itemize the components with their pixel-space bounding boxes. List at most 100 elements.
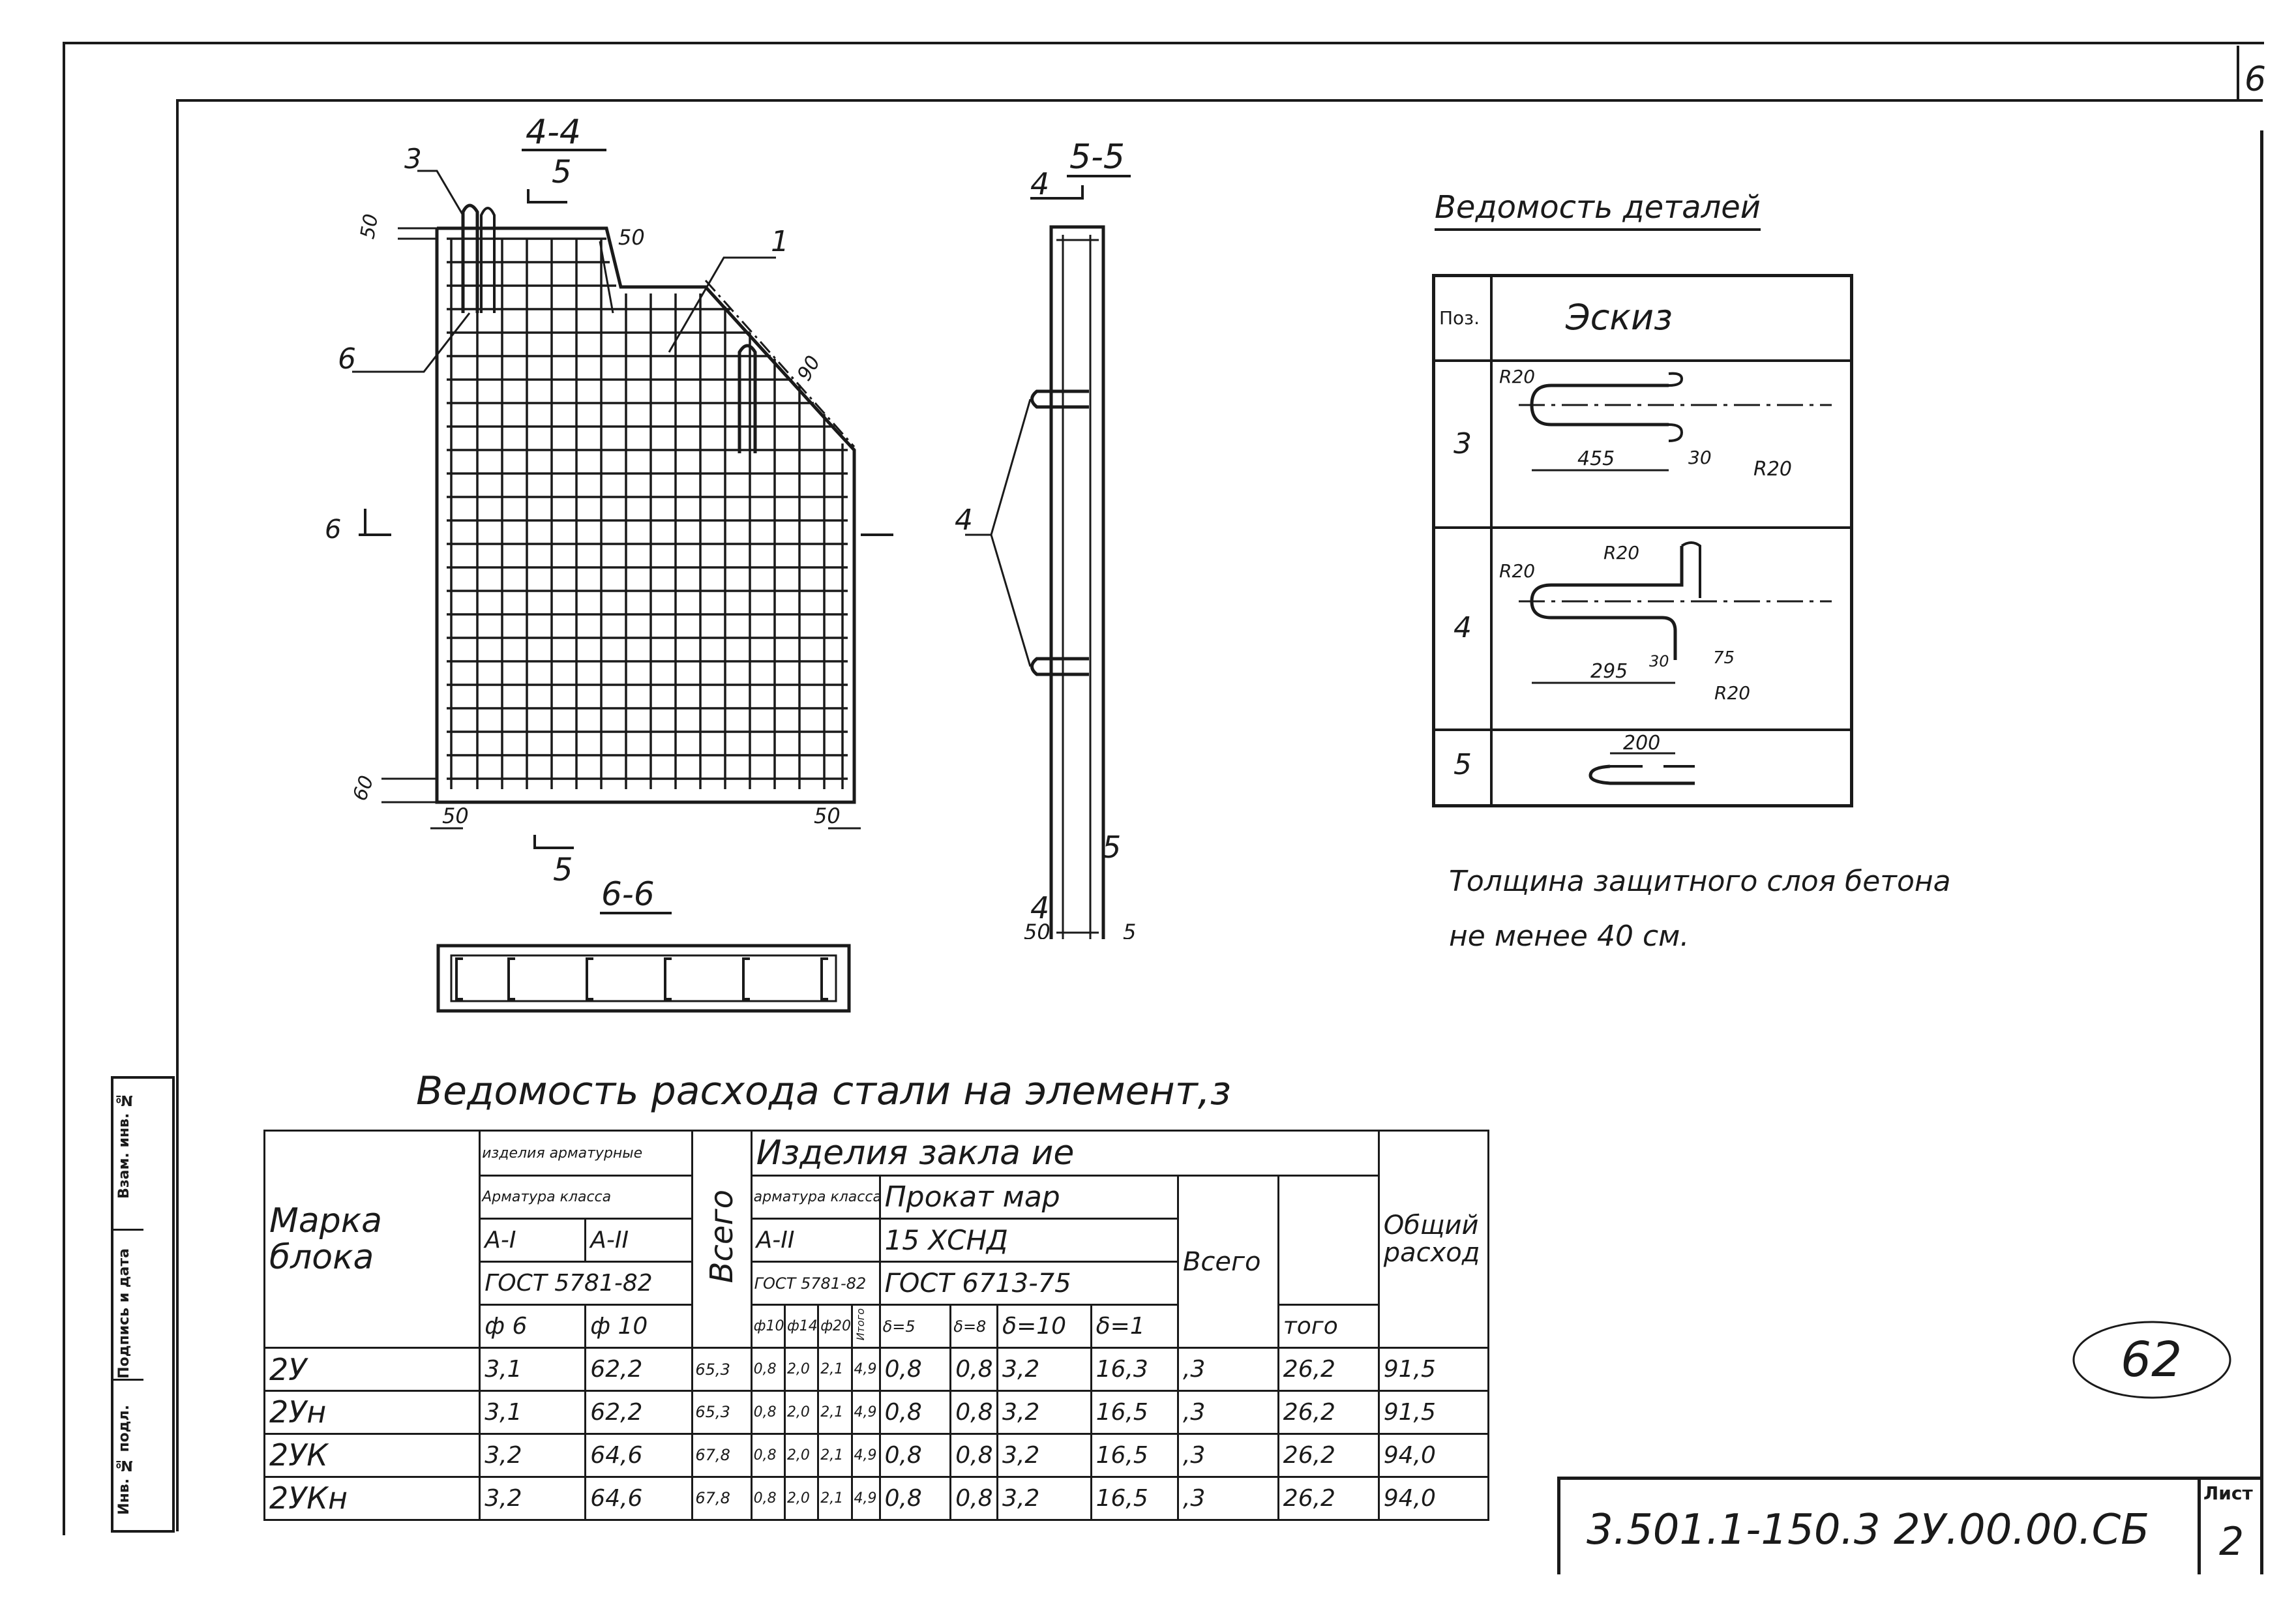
leader-label-1: 1 <box>771 225 789 258</box>
col-f20: ф20 <box>817 1304 853 1349</box>
parts-row-3-pos: 3 <box>1454 427 1472 460</box>
cell-f10: 0,8 <box>750 1475 786 1522</box>
parts-row-5-pos: 5 <box>1454 748 1472 781</box>
cell-t1x: 16,3 <box>1090 1347 1179 1392</box>
section-mark-5-right: 5 <box>1102 830 1122 865</box>
section-4-4-drawing: 4-4 5 5 6 6 3 6 1 50 50 90 60 50 50 <box>325 117 893 888</box>
leader-label-4: 4 <box>955 503 973 537</box>
cell-it: 4,9 <box>850 1347 881 1392</box>
table-row: 2УКн 3,2 64,6 67,8 0,8 2,0 2,1 4,9 0,8 0… <box>263 1475 1490 1522</box>
leader-1 <box>668 256 776 353</box>
col-arm-class-2: арматура класса <box>750 1175 881 1220</box>
dim-label-60: 60 <box>349 773 379 804</box>
cell-a10: 64,6 <box>584 1475 694 1522</box>
leader-3 <box>417 170 464 216</box>
cell-a10: 64,6 <box>584 1432 694 1478</box>
cell-f10: 0,8 <box>750 1347 786 1392</box>
cell-t1x: 16,5 <box>1090 1390 1179 1435</box>
cell-vs: 26,2 <box>1277 1347 1380 1392</box>
col-phi6: ф 6 <box>479 1304 587 1349</box>
cell-a10: 62,2 <box>584 1390 694 1435</box>
drawing-code: 3.501.1-150.3 2У.00.00.СБ <box>1587 1506 2150 1554</box>
col-t1x: δ=1 <box>1090 1304 1179 1349</box>
parts-row-5: 5 200 <box>1435 728 1850 811</box>
stamp-circle: 62 <box>2072 1321 2231 1399</box>
cell-itg: ,3 <box>1176 1475 1279 1522</box>
cell-sum: 65,3 <box>691 1390 753 1435</box>
cell-mark: 2У <box>263 1347 481 1392</box>
cell-t10: 3,2 <box>996 1390 1092 1435</box>
cut-5-top <box>527 189 567 203</box>
part-3-r1: R20 <box>1499 366 1535 387</box>
parts-row-3: 3 R20 R20 455 30 <box>1435 359 1850 529</box>
sheet-number: 2 <box>2219 1519 2244 1565</box>
steel-schedule-title: Ведомость расхода стали на элемент,з <box>416 1068 1231 1114</box>
cell-f14: 2,0 <box>783 1347 820 1392</box>
col-itogo-tail: того <box>1277 1304 1380 1349</box>
col-t5: δ=5 <box>878 1304 952 1349</box>
cell-f10: 0,8 <box>750 1390 786 1435</box>
cell-sum: 67,8 <box>691 1475 753 1522</box>
col-embedded-text: Изделия закла <box>756 1134 1021 1173</box>
section-4-4-title: 4-4 <box>526 117 581 152</box>
dim-label-50-ml: 50 <box>1024 920 1051 939</box>
leader-4 <box>965 398 1032 536</box>
title-block: 3.501.1-150.3 2У.00.00.СБ <box>1557 1477 2263 1574</box>
cell-t8: 0,8 <box>949 1475 999 1522</box>
cell-vs: 26,2 <box>1277 1432 1380 1478</box>
cell-it: 4,9 <box>850 1432 881 1478</box>
section-6-6-title: 6-6 <box>601 875 655 913</box>
frame-top-line <box>63 42 2264 44</box>
col-gost-1: ГОСТ 5781-82 <box>479 1261 694 1306</box>
section-5-5-hook-b <box>1030 657 1089 676</box>
part-4-len: 295 <box>1590 660 1628 683</box>
part-3-gap: 30 <box>1688 447 1712 468</box>
cage-outline <box>435 226 856 804</box>
parts-table-divider <box>1490 277 1493 804</box>
chamfer-axis <box>704 280 856 447</box>
dim-label-50-bl: 50 <box>442 804 469 828</box>
stamp-label-3: Инв. № подл. <box>116 1405 132 1515</box>
parts-schedule-table: Поз. Эскиз 3 R20 R20 455 30 4 R20 R20 R2… <box>1432 274 1853 807</box>
parts-schedule-title: Ведомость деталей <box>1435 189 1761 231</box>
stamp-label-1: Взам. инв. № <box>116 1092 132 1199</box>
cell-t8: 0,8 <box>949 1390 999 1435</box>
parts-col-pos: Поз. <box>1439 307 1480 329</box>
cell-f14: 2,0 <box>783 1475 820 1522</box>
parts-col-sketch: Эскиз <box>1566 297 1673 338</box>
table-row: 2УК 3,2 64,6 67,8 0,8 2,0 2,1 4,9 0,8 0,… <box>263 1432 1490 1478</box>
cell-tot: 94,0 <box>1377 1432 1490 1478</box>
sheet-box: Лист 2 <box>2198 1477 2263 1574</box>
cell-a6: 3,1 <box>479 1390 587 1435</box>
cell-a6: 3,2 <box>479 1432 587 1478</box>
leader-label-3: 3 <box>404 143 422 175</box>
stamp-circle-number: 62 <box>2121 1332 2182 1388</box>
col-vsego-arm-text: Всего <box>704 1189 741 1284</box>
col-embedded: Изделия закла ие <box>750 1129 1380 1177</box>
cell-f14: 2,0 <box>783 1432 820 1478</box>
steel-schedule-table: Марка блока изделия арматурные Всего Изд… <box>263 1129 1490 1522</box>
cell-f20: 2,1 <box>817 1347 853 1392</box>
sketch-part-4: R20 R20 R20 295 30 75 <box>1499 541 1832 704</box>
part-4-h: 75 <box>1713 648 1735 668</box>
cell-t1x: 16,5 <box>1090 1475 1179 1522</box>
cell-t10: 3,2 <box>996 1347 1092 1392</box>
section-5-5-outline <box>1049 225 1105 939</box>
approval-stamp-column: Взам. инв. № Подпись и дата Инв. № подл. <box>111 1076 175 1533</box>
col-gost-2: ГОСТ 5781-82 <box>750 1261 881 1306</box>
cell-it: 4,9 <box>850 1475 881 1522</box>
cell-itg: ,3 <box>1176 1432 1279 1478</box>
reinforcement-grid <box>447 237 848 789</box>
cell-t10: 3,2 <box>996 1432 1092 1478</box>
section-mark-6-left: 6 <box>325 515 341 545</box>
part-3-len: 455 <box>1577 447 1615 470</box>
col-rolled: Прокат мар <box>878 1175 1179 1220</box>
cell-t10: 3,2 <box>996 1475 1092 1522</box>
frame-corner-box <box>2237 46 2239 102</box>
col-itogo-v-text: Итого <box>854 1308 867 1341</box>
cell-t8: 0,8 <box>949 1347 999 1392</box>
dim-label-50-top: 50 <box>356 212 383 241</box>
parts-row-4-pos: 4 <box>1454 611 1472 644</box>
part-4-r2: R20 <box>1603 542 1639 563</box>
corner-number: 6 <box>2244 60 2267 99</box>
